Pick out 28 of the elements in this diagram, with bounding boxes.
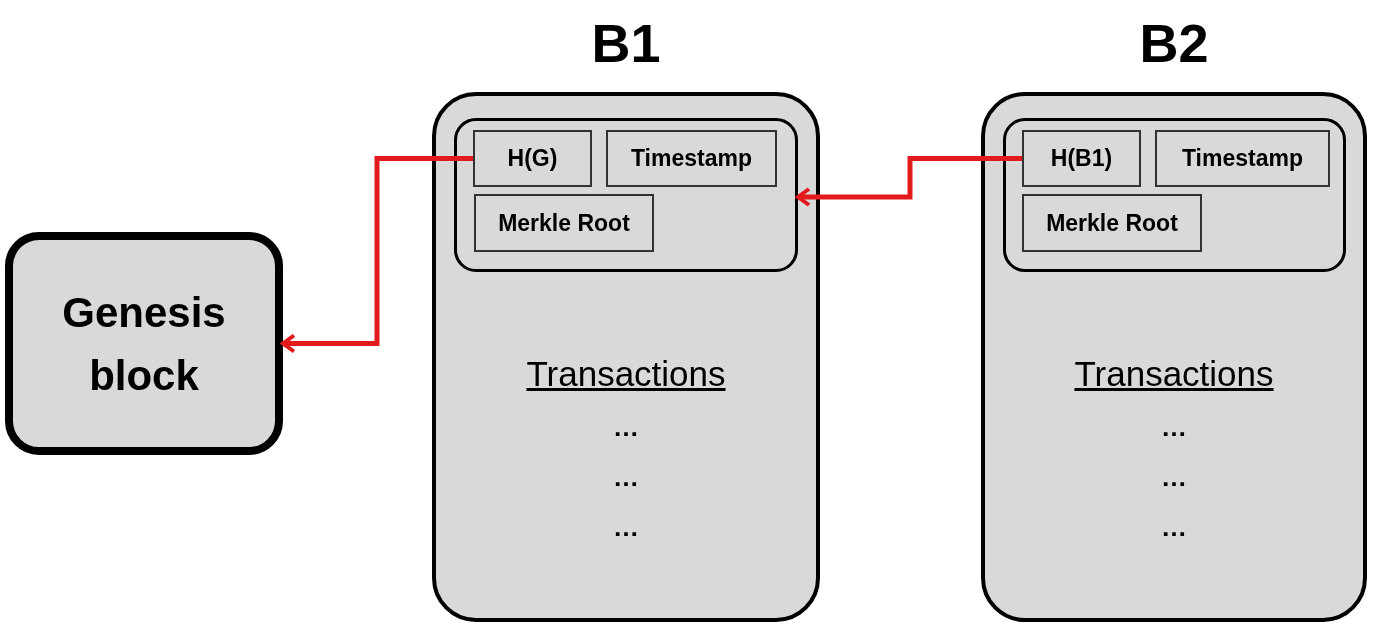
arrow xyxy=(281,156,473,354)
field-box xyxy=(1022,194,1202,252)
ellipsis: … xyxy=(613,414,639,440)
ellipsis: … xyxy=(1161,464,1187,490)
field-label: Timestamp xyxy=(1182,144,1303,174)
field-label: Merkle Root xyxy=(1046,208,1178,238)
block-header-box xyxy=(454,118,798,272)
block-title: B2 xyxy=(1138,16,1210,70)
genesis-block-box xyxy=(5,232,283,455)
arrow xyxy=(796,156,1022,207)
field-box xyxy=(473,130,592,187)
section-heading: Transactions xyxy=(526,356,726,391)
field-label: Merkle Root xyxy=(498,208,630,238)
block-header-box xyxy=(1003,118,1346,272)
field-box xyxy=(1022,130,1141,187)
ellipsis: … xyxy=(1161,514,1187,540)
field-label: H(B1) xyxy=(1050,144,1113,174)
field-label: H(G) xyxy=(507,144,558,174)
ellipsis: … xyxy=(1161,414,1187,440)
node-label: Genesis block xyxy=(61,287,227,401)
field-label: Timestamp xyxy=(631,144,752,174)
block-title: B1 xyxy=(590,16,662,70)
ellipsis: … xyxy=(613,514,639,540)
field-box xyxy=(1155,130,1330,187)
ellipsis: … xyxy=(613,464,639,490)
field-box xyxy=(606,130,777,187)
section-heading: Transactions xyxy=(1074,356,1274,391)
field-box xyxy=(474,194,654,252)
